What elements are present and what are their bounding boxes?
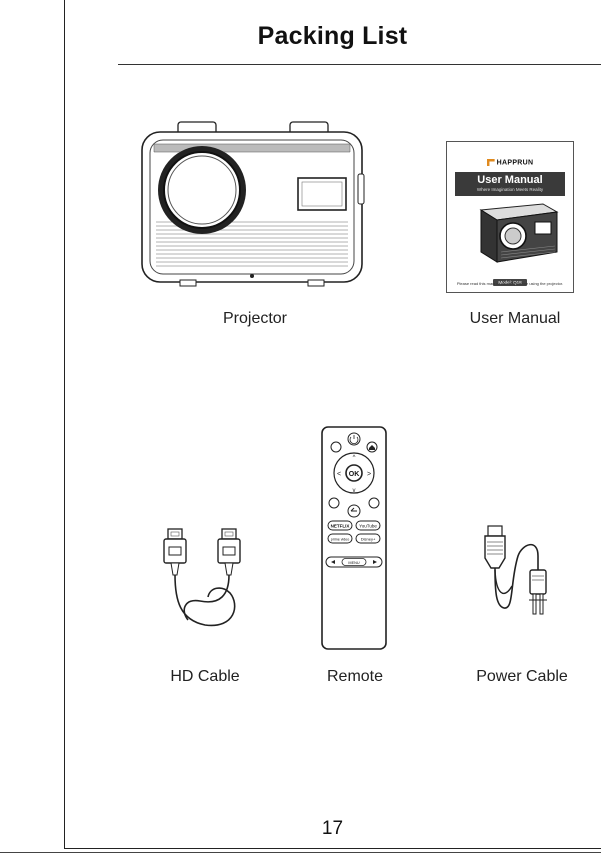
user-manual-caption: User Manual (450, 310, 580, 328)
remote-caption: Remote (305, 668, 405, 686)
menu-button-label: MENU (348, 561, 359, 565)
netflix-button-label: NETFLIX (331, 524, 350, 529)
disney-button-label: Disney+ (361, 537, 376, 542)
power-cable-illustration (482, 522, 552, 622)
volume-down-icon (329, 498, 339, 508)
manual-brand: HAPPRUN (447, 159, 573, 166)
manual-projector-icon (461, 202, 561, 268)
hd-cable-illustration (160, 525, 250, 635)
youtube-button-label: YouTube (359, 524, 377, 529)
svg-text:^: ^ (353, 455, 356, 461)
page-edge (0, 852, 601, 853)
brand-logo-icon (487, 159, 495, 166)
projector-illustration (140, 122, 370, 297)
title-divider (118, 64, 601, 65)
page-title: Packing List (64, 22, 601, 51)
svg-text:>: > (367, 471, 371, 478)
manual-model: Model: Q18 (447, 271, 573, 289)
manual-heading: User Manual (455, 174, 565, 187)
manual-title-band: User Manual Where Imagination Meets Real… (455, 172, 565, 196)
user-manual-cover: HAPPRUN User Manual Where Imagination Me… (446, 141, 574, 293)
hd-cable-caption: HD Cable (150, 668, 260, 686)
remote-illustration: OK ^ v < > NETFLIX YouTube prime video D… (320, 425, 390, 655)
prime-button-label: prime video (331, 538, 350, 542)
power-cable-caption: Power Cable (462, 668, 582, 686)
input-icon (331, 442, 341, 452)
page-number: 17 (64, 818, 601, 840)
svg-text:<: < (337, 471, 341, 478)
remote-ok-label: OK (349, 471, 360, 478)
manual-note: Please read this manual carefully before… (451, 281, 569, 286)
volume-up-icon (369, 498, 379, 508)
svg-text:v: v (353, 488, 356, 494)
manual-tagline: Where Imagination Meets Reality (455, 187, 565, 193)
projector-caption: Projector (195, 310, 315, 328)
